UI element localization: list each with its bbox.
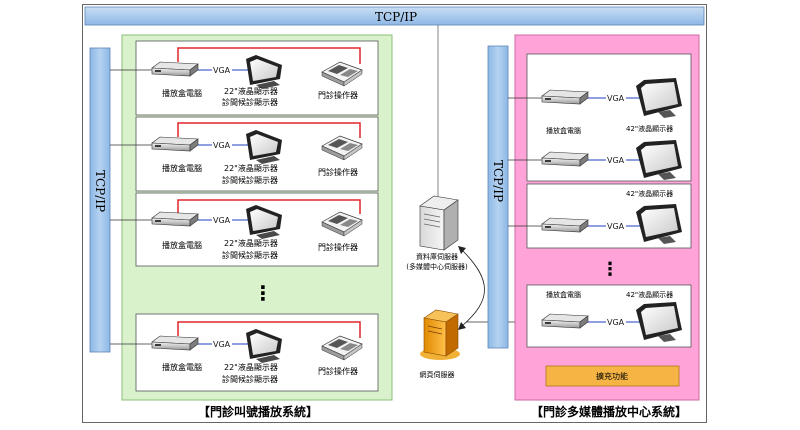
web-server-icon: [420, 309, 460, 360]
database-server-icon: [419, 195, 459, 251]
monitor-label: 42"液晶顯示器: [626, 124, 673, 133]
keypad-label: 門診操作器: [318, 366, 358, 376]
vga-label: VGA: [607, 156, 625, 165]
right-row-4: 播放盒電腦 42"液晶顯示器 VGA: [526, 284, 692, 348]
right-system-caption: 【門診多媒體播放中心系統】: [531, 404, 687, 419]
keypad-label: 門診操作器: [318, 242, 358, 252]
waiting-display-label: 診間候診顯示器: [222, 97, 278, 107]
pc-label: 播放盒電腦: [162, 362, 202, 372]
left-row-4: VGA 播放盒電腦 22"液晶顯示器 診間候診顯示器 門診操作器: [110, 313, 379, 392]
playback-pc-icon: [541, 89, 589, 105]
vga-label: VGA: [213, 66, 231, 75]
playback-pc-icon: [151, 335, 199, 351]
waiting-display-label: 診間候診顯示器: [222, 250, 278, 260]
vga-label: VGA: [213, 340, 231, 349]
playback-pc-icon: [541, 217, 589, 233]
right-row-3: 42"液晶顯示器 VGA: [508, 183, 692, 249]
center-servers: 資料庫伺服器 (多媒體中心伺服器) 網頁伺服器: [406, 25, 485, 379]
left-tcpip-bar: TCP/IP: [89, 47, 111, 353]
expand-button[interactable]: 擴充功能: [545, 365, 680, 387]
web-server-label: 網頁伺服器: [420, 370, 455, 379]
left-system-caption: 【門診叫號播放系統】: [198, 404, 318, 419]
monitor-label: 22"液晶顯示器: [224, 238, 278, 248]
pc-label: 播放盒電腦: [162, 163, 202, 173]
left-row-1: VGA 播放盒電腦 22"液晶顯示器 診間候診顯示器 門診操作器: [110, 40, 379, 116]
waiting-display-label: 診間候診顯示器: [222, 175, 278, 185]
left-system: TCP/IP VGA 播放盒電腦 22"液晶顯示器 診間候診顯示器 門診操作器 …: [89, 34, 393, 419]
right-row-2: VGA: [508, 140, 682, 180]
pc-label: 播放盒電腦: [546, 126, 581, 135]
vga-label: VGA: [213, 141, 231, 150]
monitor-label: 22"液晶顯示器: [224, 163, 278, 173]
monitor-label: 42"液晶顯示器: [626, 290, 673, 299]
vga-label: VGA: [607, 222, 625, 231]
vga-label: VGA: [607, 318, 625, 327]
right-system: TCP/IP VGA 播放盒電腦 42"液晶顯示器 VGA 42"液晶顯示器: [466, 34, 700, 419]
playback-pc-icon: [151, 136, 199, 152]
left-row-3: VGA 播放盒電腦 22"液晶顯示器 診間候診顯示器 門診操作器: [110, 192, 379, 267]
db-server-sublabel: (多媒體中心伺服器): [406, 262, 468, 271]
right-tcpip-bar: TCP/IP: [487, 45, 509, 349]
monitor-label: 22"液晶顯示器: [224, 86, 278, 96]
playback-pc-icon: [151, 61, 199, 77]
monitor-label: 42"液晶顯示器: [626, 189, 673, 198]
pc-label: 播放盒電腦: [162, 88, 202, 98]
left-ellipsis: ⋮: [253, 281, 273, 305]
pc-label: 播放盒電腦: [162, 240, 202, 250]
db-server-label: 資料庫伺服器: [416, 252, 458, 261]
playback-pc-icon: [151, 211, 199, 227]
expand-button-label: 擴充功能: [596, 371, 628, 381]
monitor-label: 22"液晶顯示器: [224, 362, 278, 372]
pc-label: 播放盒電腦: [546, 290, 581, 299]
left-tcpip-label: TCP/IP: [93, 170, 107, 212]
left-row-2: VGA 播放盒電腦 22"液晶顯示器 診間候診顯示器 門診操作器: [110, 116, 379, 192]
waiting-display-label: 診間候診顯示器: [222, 374, 278, 384]
db-web-link: [461, 249, 485, 327]
top-tcpip-label: TCP/IP: [375, 10, 417, 24]
keypad-label: 門診操作器: [318, 90, 358, 100]
right-ellipsis: ⋮: [601, 259, 619, 280]
top-tcpip-bar: TCP/IP: [84, 6, 705, 26]
vga-label: VGA: [213, 216, 231, 225]
vga-label: VGA: [607, 94, 625, 103]
keypad-label: 門診操作器: [318, 167, 358, 177]
playback-pc-icon: [541, 151, 589, 167]
playback-pc-icon: [541, 313, 589, 329]
right-tcpip-label: TCP/IP: [491, 160, 505, 202]
